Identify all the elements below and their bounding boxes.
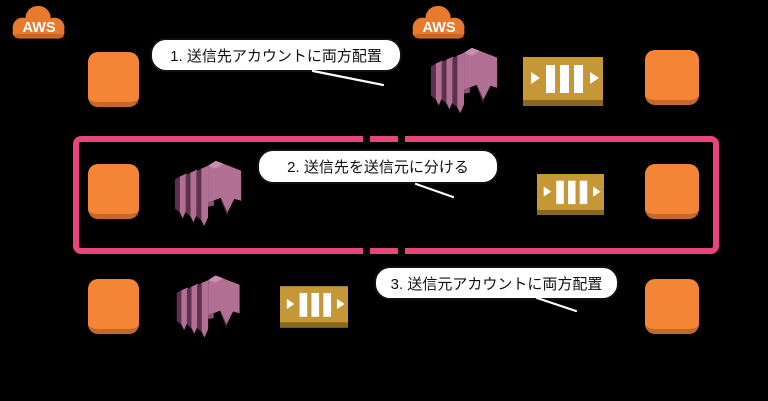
boundary-dash-mark: [398, 244, 405, 258]
boundary-dash-mark: [363, 244, 370, 258]
source-account-boundary: [36, 20, 370, 396]
boundary-dash-mark: [363, 132, 370, 146]
row1-destination-instance-icon: [645, 50, 699, 105]
row1-sqs-queue-icon: [523, 57, 603, 106]
row3-destination-instance-icon: [645, 279, 699, 334]
row2-destination-instance-icon: [645, 164, 699, 219]
boundary-dash-mark: [398, 132, 405, 146]
row3-kinesis-stream-icon: [176, 275, 240, 338]
row2-sqs-queue-icon: [537, 173, 604, 216]
aws-cloud-icon: AWS: [12, 5, 65, 39]
row1-kinesis-stream-icon: [430, 47, 498, 114]
row2-source-instance-icon: [88, 164, 139, 219]
row3-source-instance-icon: [88, 279, 139, 334]
callout-option3: 3. 送信元アカウントに両方配置: [374, 266, 619, 300]
callout-option1-text: 1. 送信先アカウントに両方配置: [170, 47, 382, 65]
highlight-box: [73, 136, 719, 254]
aws-cloud-label: AWS: [422, 20, 455, 36]
row3-sqs-queue-icon: [280, 286, 348, 328]
callout-option1: 1. 送信先アカウントに両方配置: [150, 38, 402, 72]
aws-cloud-label: AWS: [22, 20, 55, 36]
aws-cloud-icon: AWS: [412, 5, 465, 39]
row1-source-instance-icon: [88, 52, 139, 107]
destination-account-boundary: [402, 20, 740, 396]
callout-option2: 2. 送信先を送信元に分ける: [257, 149, 499, 184]
callout-option2-text: 2. 送信先を送信元に分ける: [287, 159, 469, 176]
callout-option3-text: 3. 送信元アカウントに両方配置: [390, 275, 603, 293]
row2-kinesis-stream-icon: [174, 160, 242, 227]
